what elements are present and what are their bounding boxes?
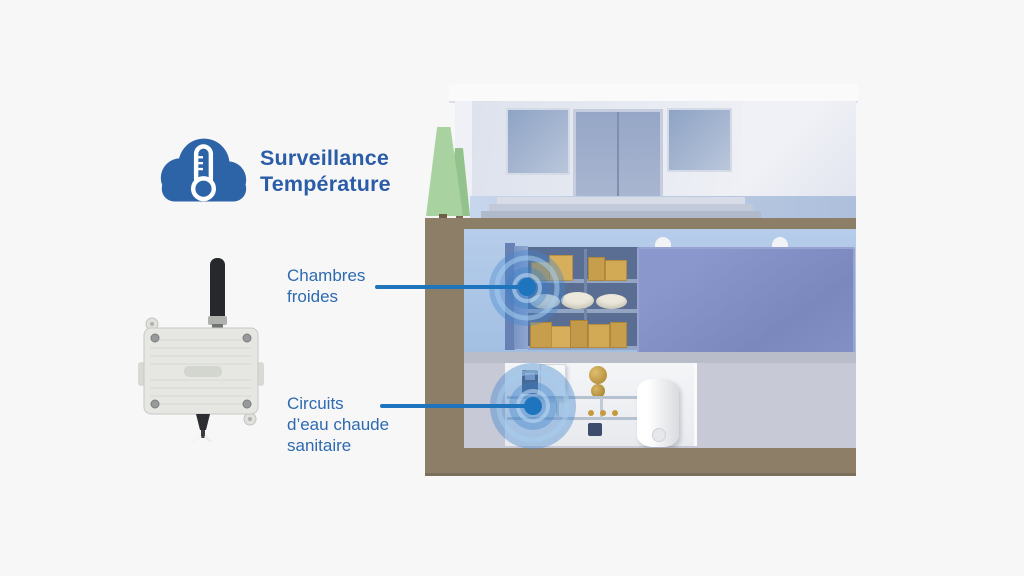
pipe-valve: [600, 410, 606, 416]
door-panel-right: [619, 112, 660, 203]
wireless-temperature-sensor-image: [138, 258, 264, 442]
house-window-left: [506, 108, 570, 175]
pointer-line-cold-rooms: [375, 285, 527, 289]
circulation-pump: [588, 423, 602, 436]
shelf-board: [528, 346, 640, 350]
terrace-step: [489, 204, 753, 211]
label-hot-water-line1: Circuits: [287, 394, 344, 413]
stored-box: [605, 260, 627, 281]
house-window-right: [667, 108, 732, 172]
label-cold-rooms-line2: froides: [287, 287, 339, 306]
stored-box: [551, 326, 571, 348]
wall-boiler: [540, 364, 566, 400]
pointer-dot-hot-water: [524, 397, 542, 415]
cold-room-panel: [637, 247, 855, 356]
pipe-valve: [612, 410, 618, 416]
cloud-thermometer-icon: [160, 138, 247, 202]
house-entrance-door: [573, 109, 663, 206]
door-panel-left: [576, 112, 617, 203]
label-hot-water-line3: sanitaire: [287, 436, 352, 455]
terrace-step: [497, 197, 745, 204]
page-title-line1: Surveillance: [260, 146, 390, 170]
water-heater-cap: [652, 428, 666, 442]
water-pipe-vertical: [556, 398, 559, 418]
panel-bracket: [655, 237, 671, 249]
stored-round: [561, 292, 594, 309]
stored-box: [588, 324, 610, 348]
panel-bracket: [772, 237, 788, 249]
water-pipe: [507, 417, 637, 420]
boiler-room-divider: [694, 363, 697, 446]
water-pipe-vertical: [600, 398, 603, 418]
stored-box: [570, 320, 588, 348]
ground-level-band: [425, 218, 856, 229]
wall-meter: [522, 370, 538, 394]
pipe-valve: [588, 410, 594, 416]
earth-cutaway-bottom: [425, 448, 856, 476]
terrace-step: [481, 211, 761, 218]
water-pipe: [507, 396, 637, 399]
label-cold-rooms-line1: Chambres: [287, 266, 366, 285]
stored-box: [610, 322, 627, 348]
pointer-line-hot-water: [380, 404, 533, 408]
brass-manifold: [589, 366, 607, 384]
pointer-dot-cold-rooms: [518, 278, 536, 296]
brass-manifold: [591, 384, 605, 398]
label-hot-water-line2: d’eau chaude: [287, 415, 390, 434]
label-hot-water: Circuits d’eau chaude sanitaire: [287, 393, 389, 456]
label-cold-rooms: Chambres froides: [287, 265, 365, 307]
stored-box: [588, 257, 605, 281]
page-title-line2: Température: [260, 172, 391, 196]
page-title: Surveillance Température: [260, 145, 391, 197]
stored-round: [596, 294, 627, 309]
cold-room-door-frame: [505, 243, 515, 350]
floor-slab: [464, 352, 856, 363]
earth-cutaway-left: [425, 229, 464, 448]
